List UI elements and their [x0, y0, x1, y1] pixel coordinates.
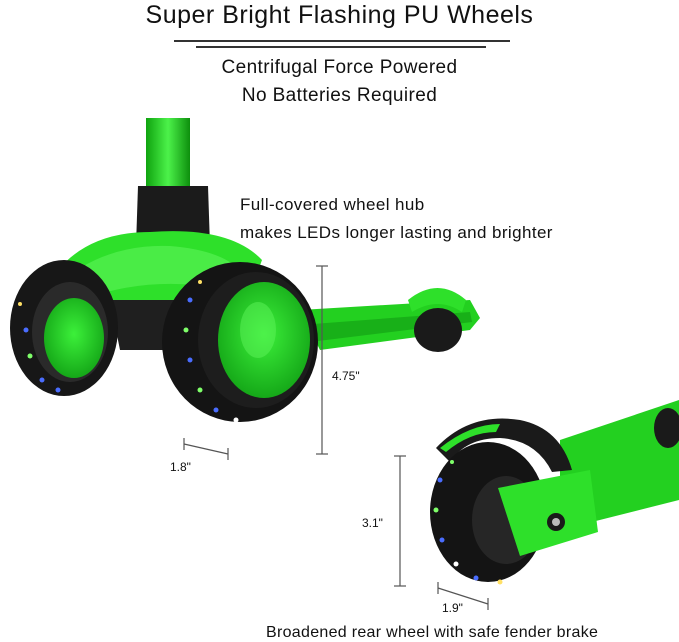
rear-led-dots: [433, 460, 503, 585]
rear-width-line: [437, 587, 489, 605]
rear-scooter-section: [430, 400, 679, 585]
front-wheel-width-label: 1.8": [170, 460, 191, 474]
front-width-line: [183, 443, 229, 455]
hub-note-line1: Full-covered wheel hub: [240, 195, 425, 214]
title-rule-bottom: [196, 46, 486, 48]
front-led-dots: [18, 280, 239, 423]
rear-bracket: [498, 470, 598, 556]
subheadline-line1: Centrifugal Force Powered: [221, 57, 458, 78]
handle-pole: [146, 118, 190, 190]
dimension-lines: [183, 265, 489, 610]
rear-wheel-height-label: 3.1": [362, 516, 383, 530]
front-scooter-section: [10, 118, 480, 423]
front-wheel-height-label: 4.75": [332, 369, 360, 383]
rear-wheel-width-label: 1.9": [442, 601, 463, 615]
headline: Super Bright Flashing PU Wheels: [145, 1, 534, 29]
caption: Broadened rear wheel with safe fender br…: [266, 624, 599, 641]
title-rule-top: [174, 40, 510, 42]
left-front-wheel: [10, 260, 118, 396]
hub-note-line2: makes LEDs longer lasting and brighter: [240, 223, 553, 242]
stem-clamp: [136, 186, 210, 246]
subheadline-line2: No Batteries Required: [241, 85, 438, 106]
distant-rear-wheel: [414, 308, 462, 352]
right-front-wheel: [162, 262, 318, 422]
